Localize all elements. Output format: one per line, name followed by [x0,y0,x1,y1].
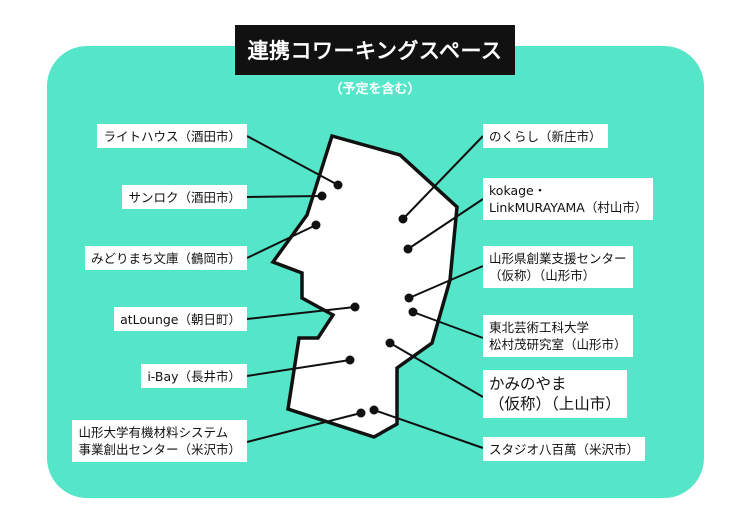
location-dot [333,180,343,190]
label-text: kokage・ [489,183,547,198]
leader-line [408,265,484,299]
leader-line [246,195,323,198]
leader-line [246,306,356,320]
location-dot [311,220,321,230]
location-dot [369,405,379,415]
label-text: 松村茂研究室（山形市） [489,337,627,352]
leader-line [373,409,484,449]
prefecture-outline [270,133,459,439]
leader-lines [246,135,484,449]
label-midorimachi-bunko: みどりまち文庫（鶴岡市） [84,246,247,270]
label-atlounge: atLounge（朝日町） [114,307,247,331]
location-dot [317,191,327,201]
leader-line [412,311,484,339]
label-nokurashi: のくらし（新庄市） [483,124,608,148]
label-tuad-lab: 東北芸術工科大学松村茂研究室（山形市） [483,315,633,357]
page-title: 連携コワーキングスペース [235,25,515,75]
label-text: i-Bay（長井市） [147,369,241,384]
label-kaminoyama: かみのやま （仮称）（上山市） [483,370,627,418]
label-text: サンロク（酒田市） [128,190,241,205]
location-dot [350,302,360,312]
label-text: atLounge（朝日町） [120,312,241,327]
label-text: 山形大学有機材料システム [78,425,229,440]
label-text: （仮称）（山形市） [489,268,596,283]
label-text: みどりまち文庫（鶴岡市） [90,251,241,266]
label-sanroku: サンロク（酒田市） [122,185,247,209]
leader-line [246,412,362,443]
label-text: ライトハウス（酒田市） [103,129,241,144]
location-dot [403,244,413,254]
label-yamagata-univ-center: 山形大学有機材料システム事業創出センター（米沢市） [72,420,247,462]
leader-line [246,359,351,377]
label-studio-yaoyorozu: スタジオ八百萬（米沢市） [483,437,646,461]
leader-line [389,342,484,398]
leader-line [402,135,484,220]
leader-line [246,135,339,186]
label-text: LinkMURAYAMA（村山市） [489,200,648,215]
location-dot [385,338,395,348]
label-text: 東北芸術工科大学 [489,320,590,335]
location-dot [398,214,408,224]
label-lighthouse: ライトハウス（酒田市） [97,124,247,148]
label-yamagata-startup-center: 山形県創業支援センター （仮称）（山形市） [483,246,633,288]
label-text: 山形県創業支援センター [489,251,627,266]
page-subtitle: （予定を含む） [329,82,421,97]
location-dot [404,293,414,303]
location-dot [408,307,418,317]
leader-line [407,198,484,250]
label-i-bay: i-Bay（長井市） [141,364,247,388]
location-dot [356,408,366,418]
label-text: かみのやま [489,375,567,393]
label-kokage: kokage・ LinkMURAYAMA（村山市） [483,178,654,220]
location-dot [345,355,355,365]
label-text: （仮称）（上山市） [489,395,621,413]
label-text: のくらし（新庄市） [489,129,602,144]
label-text: スタジオ八百萬（米沢市） [489,442,640,457]
leader-line [246,224,317,259]
label-text: 事業創出センター（米沢市） [78,442,241,457]
